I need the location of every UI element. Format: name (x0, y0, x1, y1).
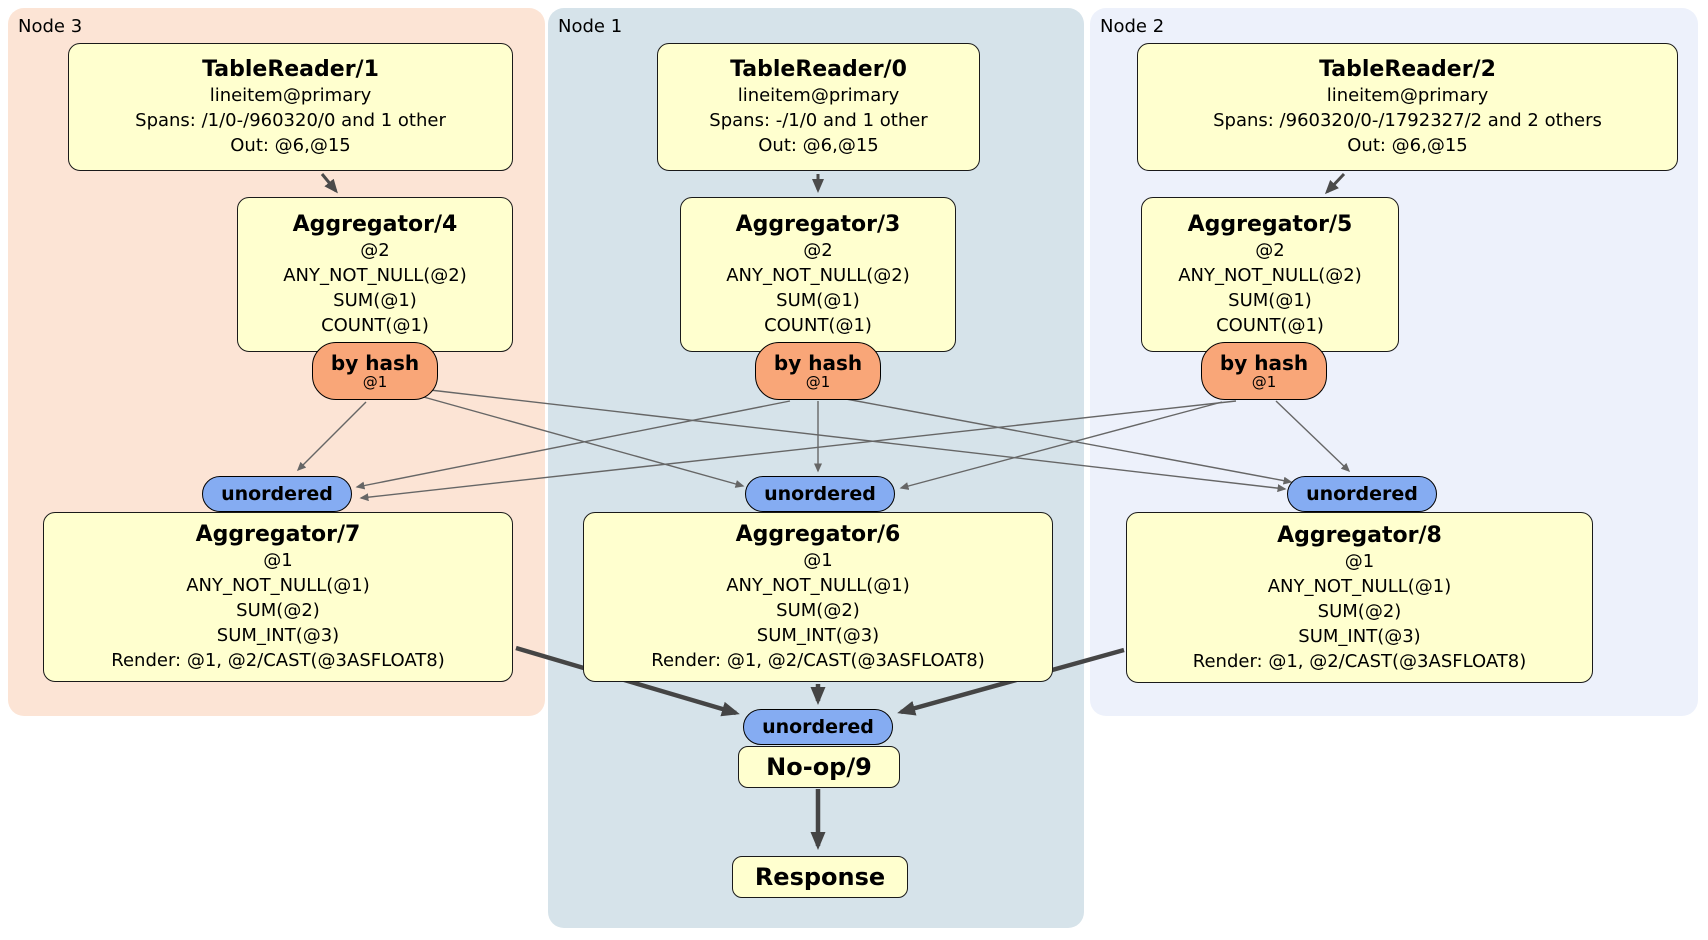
box-line: lineitem@primary (1326, 85, 1489, 106)
aggregator-6-box: Aggregator/6 @1 ANY_NOT_NULL(@1) SUM(@2)… (583, 512, 1053, 682)
tablereader-aggregator-arrows (320, 172, 1346, 195)
aggregator-8-box: Aggregator/8 @1 ANY_NOT_NULL(@1) SUM(@2)… (1126, 512, 1593, 683)
hash-router-label: by hash (330, 350, 420, 375)
unordered-sync-label: unordered (1306, 483, 1418, 505)
box-line: lineitem@primary (209, 85, 372, 106)
box-line: @1 (263, 550, 293, 571)
hash-router-key: @1 (362, 372, 388, 391)
box-line: ANY_NOT_NULL(@1) (1267, 575, 1452, 597)
unordered-sync-label: unordered (221, 483, 333, 505)
box-line: Spans: /960320/0-/1792327/2 and 2 others (1213, 110, 1602, 131)
aggregator-5-box: Aggregator/5 @2 ANY_NOT_NULL(@2) SUM(@1)… (1141, 197, 1399, 352)
unordered-sync-pill-node2: unordered (1287, 476, 1437, 512)
box-line: SUM_INT(@3) (216, 625, 340, 646)
tablereader-2-title: TableReader/2 (1319, 57, 1496, 82)
unordered-sync-label: unordered (764, 483, 876, 505)
aggregator-3-box: Aggregator/3 @2 ANY_NOT_NULL(@2) SUM(@1)… (680, 197, 956, 352)
box-line: SUM(@1) (776, 290, 860, 311)
hash-router-key: @1 (1251, 372, 1277, 391)
aggregator-4-title: Aggregator/4 (292, 212, 458, 237)
unordered-sync-pill-final: unordered (743, 709, 893, 745)
box-line: ANY_NOT_NULL(@2) (1178, 265, 1362, 286)
box-line: SUM(@2) (776, 600, 860, 621)
aggregator-5-title: Aggregator/5 (1187, 212, 1353, 237)
region-node2-label: Node 2 (1100, 16, 1165, 37)
tablereader-0-title: TableReader/0 (730, 57, 907, 82)
box-line: SUM_INT(@3) (756, 625, 880, 646)
box-line: COUNT(@1) (1216, 315, 1324, 336)
box-line: Render: @1, @2/CAST(@3ASFLOAT8) (111, 650, 445, 671)
box-line: SUM(@2) (1317, 600, 1402, 622)
aggregator-6-title: Aggregator/6 (735, 522, 901, 547)
box-line: @1 (1344, 550, 1375, 572)
hash-router-pill-node2: by hash @1 (1201, 342, 1327, 400)
tablereader-2-box: TableReader/2 lineitem@primary Spans: /9… (1137, 43, 1678, 171)
box-line: Out: @6,@15 (1347, 135, 1468, 156)
region-node3-label: Node 3 (18, 16, 83, 37)
box-line: COUNT(@1) (321, 315, 429, 336)
aggregator-8-title: Aggregator/8 (1277, 522, 1442, 548)
box-line: SUM(@2) (236, 600, 320, 621)
unordered-sync-pill-node1: unordered (745, 476, 895, 512)
box-line: Spans: -/1/0 and 1 other (709, 110, 928, 131)
unordered-sync-pill-node3: unordered (202, 476, 352, 512)
noop-9-title: No-op/9 (766, 753, 872, 781)
hash-router-key: @1 (805, 372, 831, 391)
box-line: @2 (1255, 240, 1285, 261)
box-line: SUM(@1) (333, 290, 417, 311)
box-line: @2 (360, 240, 390, 261)
box-line: ANY_NOT_NULL(@1) (726, 575, 910, 596)
tablereader-0-box: TableReader/0 lineitem@primary Spans: -/… (657, 43, 980, 171)
hash-router-label: by hash (1219, 350, 1309, 375)
box-line: Render: @1, @2/CAST(@3ASFLOAT8) (651, 650, 985, 671)
box-line: lineitem@primary (737, 85, 900, 106)
aggregator-4-box: Aggregator/4 @2 ANY_NOT_NULL(@2) SUM(@1)… (237, 197, 513, 352)
noop-9-box: No-op/9 (738, 746, 900, 788)
hash-router-pill-node3: by hash @1 (312, 342, 438, 400)
box-line: Render: @1, @2/CAST(@3ASFLOAT8) (1192, 650, 1527, 672)
aggregator-7-box: Aggregator/7 @1 ANY_NOT_NULL(@1) SUM(@2)… (43, 512, 513, 682)
region-node1-label: Node 1 (558, 16, 623, 37)
box-line: ANY_NOT_NULL(@2) (726, 265, 910, 286)
box-line: SUM_INT(@3) (1298, 625, 1421, 647)
box-line: Out: @6,@15 (758, 135, 879, 156)
unordered-sync-label: unordered (762, 716, 874, 738)
box-line: ANY_NOT_NULL(@1) (186, 575, 370, 596)
box-line: Spans: /1/0-/960320/0 and 1 other (135, 110, 446, 131)
aggregator-7-title: Aggregator/7 (195, 522, 361, 547)
response-title: Response (754, 863, 886, 891)
hash-router-label: by hash (773, 350, 863, 375)
response-box: Response (732, 856, 908, 898)
tablereader-1-box: TableReader/1 lineitem@primary Spans: /1… (68, 43, 513, 171)
box-line: SUM(@1) (1228, 290, 1312, 311)
box-line: @1 (803, 550, 833, 571)
hash-stream-edges (296, 389, 1351, 502)
aggregator-3-title: Aggregator/3 (735, 212, 901, 237)
box-line: COUNT(@1) (764, 315, 872, 336)
tablereader-1-title: TableReader/1 (202, 57, 379, 82)
box-line: @2 (803, 240, 833, 261)
box-line: Out: @6,@15 (230, 135, 351, 156)
box-line: ANY_NOT_NULL(@2) (283, 265, 467, 286)
hash-router-pill-node1: by hash @1 (755, 342, 881, 400)
